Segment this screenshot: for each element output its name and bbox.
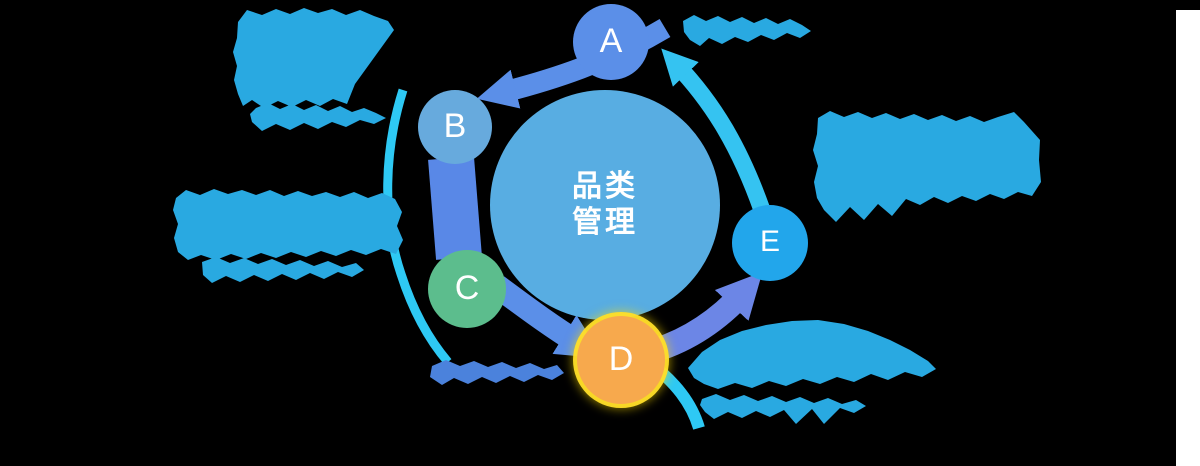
left-swoosh-accent bbox=[383, 88, 452, 365]
text-block-bottom-right bbox=[688, 320, 936, 389]
node-a-label: A bbox=[599, 21, 623, 60]
node-b: B bbox=[418, 90, 492, 164]
node-c: C bbox=[428, 250, 506, 328]
node-e-label: E bbox=[759, 225, 780, 258]
center-node-category-management: 品类 管理 bbox=[490, 90, 720, 320]
text-block-top-left bbox=[233, 8, 394, 108]
node-d: D bbox=[577, 316, 665, 404]
arrow-d-to-e bbox=[652, 271, 763, 362]
node-c-label: C bbox=[454, 268, 480, 307]
node-a: A bbox=[573, 4, 649, 80]
center-label-line2: 管理 bbox=[572, 206, 638, 239]
arrow-e-to-a bbox=[661, 48, 771, 213]
arrow-c-to-d bbox=[489, 276, 604, 359]
node-e: E bbox=[732, 205, 808, 281]
node-d-label: D bbox=[608, 339, 634, 378]
text-block-top-right bbox=[683, 15, 811, 46]
node-b-label: B bbox=[443, 106, 467, 145]
arrow-b-to-c bbox=[428, 156, 482, 260]
text-block-right bbox=[813, 111, 1041, 222]
right-edge-white-strip bbox=[1176, 10, 1200, 466]
text-block-bottom-right-line bbox=[700, 394, 866, 424]
text-block-mid-left-line bbox=[202, 257, 364, 283]
center-label-line1: 品类 bbox=[572, 170, 638, 203]
text-block-bottom-center bbox=[430, 360, 564, 385]
text-block-top-left-line bbox=[250, 103, 386, 131]
text-block-mid-left bbox=[173, 189, 403, 260]
